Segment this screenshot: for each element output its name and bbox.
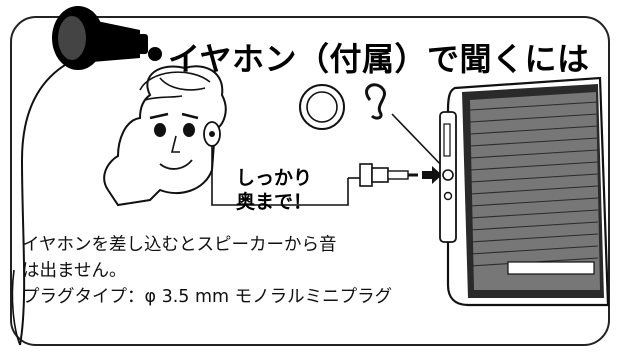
usage-note: イヤホンを差し込むとスピーカーから音 は出ません。 プラグタイプ：φ 3.5 m… bbox=[22, 232, 442, 310]
ear-diagram bbox=[299, 83, 445, 169]
title-bullet bbox=[148, 47, 162, 61]
note-line-2: は出ません。 bbox=[22, 261, 127, 281]
radio-icon bbox=[439, 76, 610, 307]
note-line-3: プラグタイプ：φ 3.5 mm モノラルミニプラグ bbox=[22, 287, 393, 307]
note-line-1: イヤホンを差し込むとスピーカーから音 bbox=[22, 235, 337, 255]
plug-caption: しっかり 奥まで！ bbox=[214, 166, 334, 214]
person-illustration bbox=[103, 65, 349, 207]
plug-icon bbox=[348, 163, 442, 187]
earphone-icon bbox=[52, 6, 148, 70]
caption-line-1: しっかり bbox=[235, 167, 312, 189]
earphone-cord bbox=[11, 57, 79, 346]
ear-icon bbox=[365, 83, 386, 120]
section-title: イヤホン（付属）で聞くには bbox=[168, 40, 590, 78]
caption-line-2: 奥まで！ bbox=[235, 191, 312, 213]
